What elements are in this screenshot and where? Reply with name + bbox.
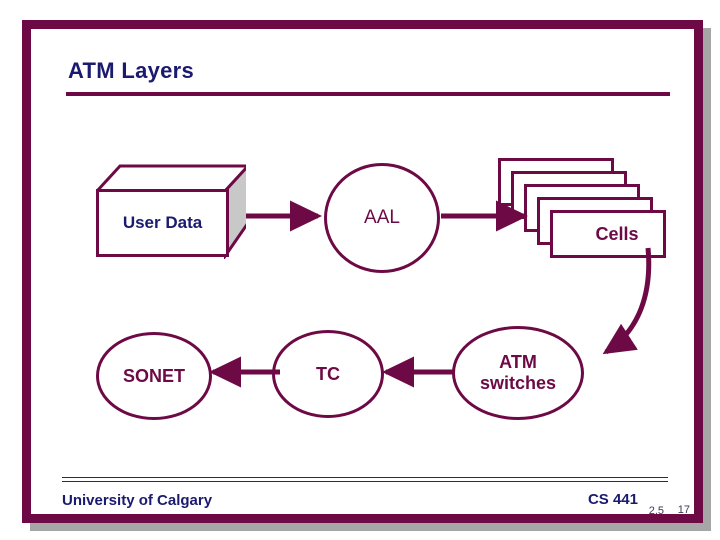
footer-section-number: 2.5 (648, 505, 664, 517)
user-data-label: User Data (122, 213, 203, 232)
aal-label: AAL (364, 207, 400, 228)
atm-switches-label-line1: ATM (499, 351, 537, 372)
title-underline-rule (66, 92, 670, 96)
atm-switches-label-line2: switches (479, 373, 557, 393)
user-data-box[interactable]: User Data (96, 163, 246, 259)
cells-stack-node[interactable]: Cells (498, 158, 673, 263)
footer-slide-number: 17 (677, 504, 690, 516)
tc-label: TC (316, 363, 340, 384)
sonet-node[interactable]: SONET (96, 332, 212, 420)
aal-node[interactable]: AAL (324, 163, 440, 273)
atm-switches-node[interactable]: ATM switches (452, 326, 584, 420)
page-title: ATM Layers (68, 58, 195, 83)
cells-label: Cells (595, 223, 639, 244)
footer-divider-rule (62, 477, 668, 482)
footer-course-code: CS 441 (587, 491, 638, 508)
user-data-3d-faces-icon (96, 164, 246, 259)
tc-node[interactable]: TC (272, 330, 384, 418)
user-data-box-front-face (96, 189, 229, 257)
sonet-label: SONET (122, 365, 185, 386)
footer-organization: University of Calgary (62, 492, 213, 509)
slide-border-frame (22, 20, 703, 523)
